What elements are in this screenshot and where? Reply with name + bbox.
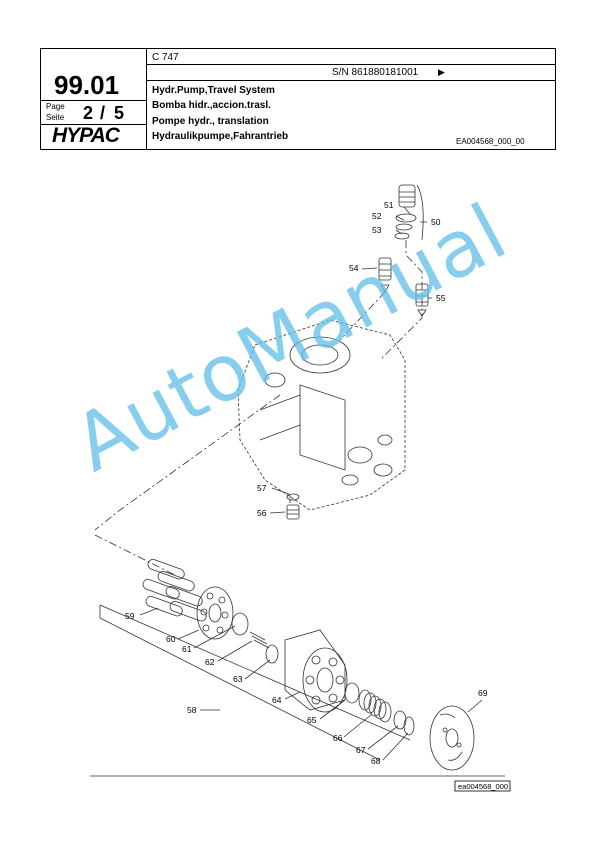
callout-55: 55: [436, 293, 446, 303]
ball-guide-61: [231, 612, 249, 636]
group-bracket-58: [99, 605, 381, 761]
drawing-code: EA004568_000_00: [456, 137, 525, 146]
callout-62: 62: [205, 657, 215, 667]
valve-cartridge-50: [394, 184, 424, 241]
callout-54: 54: [349, 263, 359, 273]
valve-plate-69: [429, 705, 475, 771]
valve-54: [378, 257, 392, 293]
title-german: Hydraulikpumpe,Fahrantrieb: [152, 131, 289, 142]
callout-59: 59: [125, 611, 135, 621]
callout-50: 50: [431, 217, 441, 227]
spring-66: [358, 689, 392, 723]
callout-67: 67: [356, 745, 366, 755]
callout-69: 69: [478, 688, 488, 698]
page-label-bottom: Seite: [46, 113, 65, 122]
callout-53: 53: [372, 225, 382, 235]
callout-58: 58: [187, 705, 197, 715]
callout-56: 56: [257, 508, 267, 518]
washer-67: [393, 710, 407, 730]
header-frame: [40, 48, 556, 150]
page-total: 5: [114, 103, 125, 123]
brand-logo: HYPAC: [52, 124, 120, 147]
callout-61: 61: [182, 644, 192, 654]
title-english: Hydr.Pump,Travel System: [152, 85, 275, 96]
pistons-59: [142, 559, 207, 622]
circlip-68: [403, 716, 415, 736]
group-bracket-58-top: [99, 604, 411, 741]
header-left-line-2: [40, 124, 147, 125]
title-french: Pompe hydr., translation: [152, 116, 269, 127]
reference-box: [454, 780, 511, 792]
pump-housing: [237, 319, 406, 511]
serial-arrow-icon: ▶: [438, 67, 445, 77]
page-current: 2: [83, 103, 94, 123]
callout-57: 57: [257, 483, 267, 493]
callout-51: 51: [384, 200, 394, 210]
washer-65: [344, 682, 360, 704]
callout-66: 66: [333, 733, 343, 743]
pins-62: [249, 631, 270, 649]
callout-68: 68: [371, 756, 381, 766]
callout-52: 52: [372, 211, 382, 221]
cylinder-block-64: [284, 629, 348, 713]
section-number: 99.01: [54, 70, 120, 100]
callout-65: 65: [307, 715, 317, 725]
header-row-line-2: [146, 80, 555, 81]
callout-60: 60: [166, 634, 176, 644]
washer-57: [286, 493, 300, 501]
page-separator: /: [100, 103, 106, 123]
callout-63: 63: [233, 674, 243, 684]
serial-number: S/N 861880181001: [332, 67, 419, 78]
model-label: C 747: [152, 52, 179, 63]
plug-56: [286, 504, 300, 520]
reference-code: ea004568_000: [458, 782, 508, 791]
header-divider: [146, 48, 147, 149]
retainer-plate-60: [196, 586, 234, 640]
callout-64: 64: [272, 695, 282, 705]
header-left-line-1: [40, 100, 147, 101]
title-spanish: Bomba hidr.,accion.trasl.: [152, 100, 271, 111]
page-label-top: Page: [46, 102, 65, 111]
header-row-line-1: [146, 64, 555, 65]
ring-63: [265, 644, 279, 664]
